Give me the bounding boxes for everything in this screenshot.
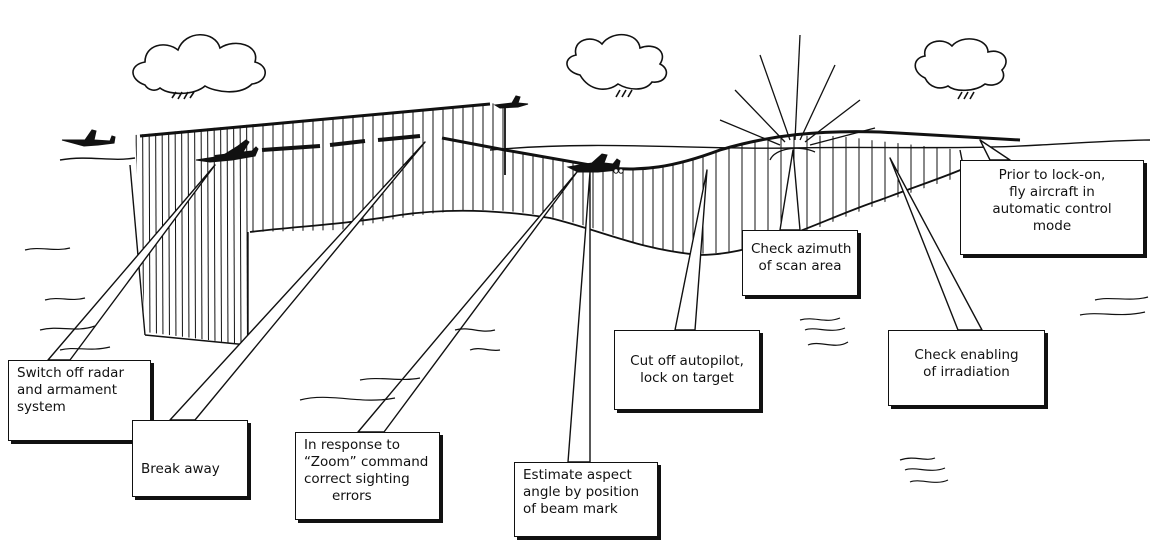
callout-cut-off-autopilot: Cut off autopilot, lock on target	[614, 330, 760, 410]
aircraft-icon	[495, 96, 528, 108]
callout-estimate-aspect: Estimate aspect angle by position of bea…	[514, 462, 658, 537]
hatch-line	[149, 90, 150, 350]
hatch-line	[182, 90, 183, 350]
scan-curtain	[136, 90, 963, 350]
cloud-icon	[915, 39, 1006, 99]
callout-check-azimuth: Check azimuth of scan area	[742, 230, 858, 296]
hatch-line	[156, 90, 157, 350]
callout-break-away: Break away	[132, 420, 248, 497]
hatch-line	[195, 90, 196, 350]
aircraft-icon	[62, 130, 115, 146]
hatch-line	[240, 90, 241, 350]
hatch-line	[162, 90, 163, 350]
callout-prior-to-lock-on: Prior to lock-on, fly aircraft in automa…	[960, 160, 1144, 255]
hatch-line	[188, 90, 189, 350]
sun-icon	[720, 35, 875, 160]
callout-switch-off-radar: Switch off radar and armament system	[8, 360, 151, 441]
callout-zoom-command: In response to “Zoom” command correct si…	[295, 432, 440, 520]
hatch-line	[234, 90, 235, 350]
callout-check-irradiation: Check enabling of irradiation	[888, 330, 1045, 406]
cloud-icon	[133, 35, 265, 99]
hatch-line	[136, 90, 137, 350]
cloud-icon	[567, 35, 666, 97]
callout-pointers	[48, 140, 1010, 462]
hatch-line	[175, 90, 176, 350]
